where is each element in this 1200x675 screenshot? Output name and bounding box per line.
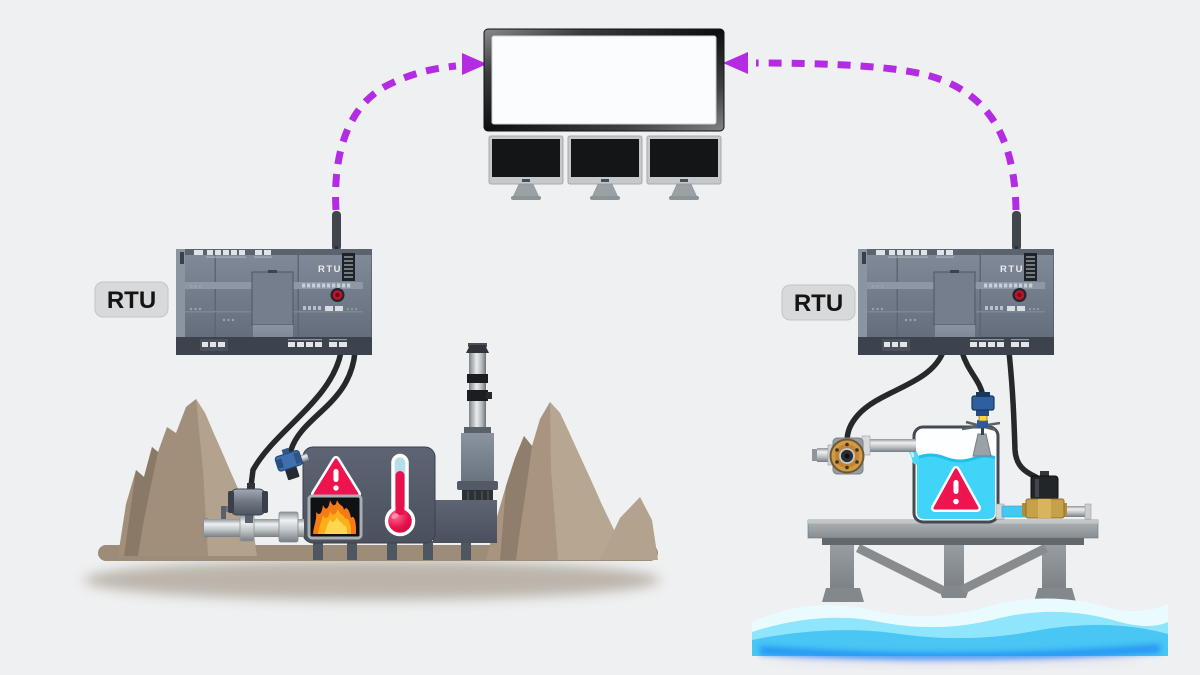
furnace-site [302,343,498,560]
pressure-transmitter-icon [274,447,309,481]
monitor-icon [646,135,722,200]
antenna-icon [332,211,341,251]
cable-to-solenoid [1006,349,1039,480]
left-rtu-device: RTU [176,211,372,355]
level-sensor-icon [961,392,1001,457]
ground-shadow [84,560,660,600]
offshore-platform-icon [807,519,1099,602]
dashed-arrow-icon [755,59,1020,211]
arrowhead-icon [462,53,487,75]
rtu-device-label: RTU [318,264,342,275]
control-room [483,28,725,200]
operator-monitors [488,135,722,200]
platform-leg [830,544,854,592]
arrowhead-icon [723,52,748,74]
rtu-plc-unit [858,249,1054,355]
display-screen [491,35,717,125]
chimney-icon [457,343,498,502]
rtu-device-label: RTU [1000,264,1024,275]
monitor-icon [567,135,643,200]
thermometer-icon [384,453,416,537]
waves-icon [752,598,1168,663]
cable-to-level-sensor [959,349,986,399]
cable-to-pump [844,349,946,445]
rtu-plc-unit [176,249,372,355]
wall-display-icon [483,28,725,132]
dashed-arrow-icon [332,62,457,211]
rtu-tag-label: RTU [107,287,156,314]
warning-triangle-icon [311,456,361,498]
solenoid-valve-icon [995,471,1092,520]
antenna-icon [1012,211,1021,251]
cable-to-valve-actuator [248,349,344,489]
flame-icon [307,494,363,540]
valve-actuator-icon [221,483,268,523]
wireless-links [332,52,1020,211]
right-rtu-tag: RTU [781,284,856,321]
cable-to-transmitter [288,349,358,453]
mountain-right-icon [486,402,658,560]
furnace-duct [433,500,497,543]
warning-triangle-icon [931,466,981,512]
left-signal-cables [248,349,358,489]
platform-post [944,544,964,590]
pump-icon [812,435,916,475]
pipe-coupling [278,511,299,543]
left-rtu-tag: RTU [94,281,169,318]
monitor-icon [488,135,564,200]
furnace-legs [313,541,471,560]
rtu-tag-label: RTU [794,290,843,317]
right-rtu-device: RTU [858,211,1054,355]
